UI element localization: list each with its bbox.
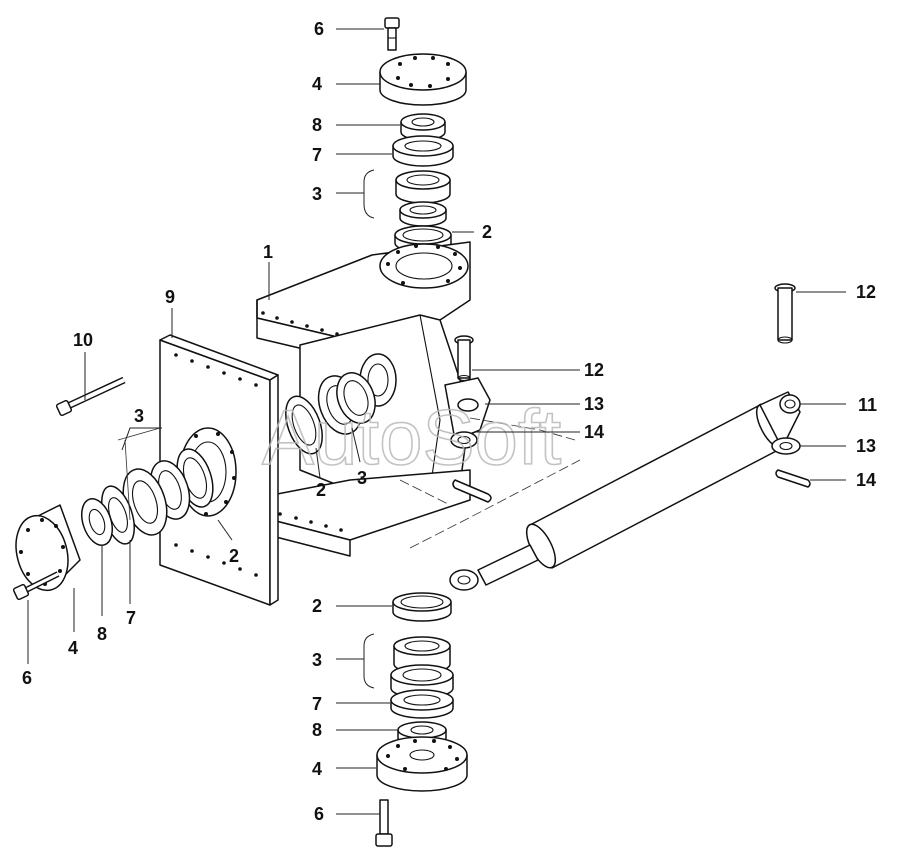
main-housing-1 xyxy=(256,241,491,557)
hydraulic-cylinder-11 xyxy=(449,391,801,591)
mid-washer-13 xyxy=(450,431,478,449)
callout-7-bot: 7 xyxy=(312,694,322,714)
callout-2-left: 2 xyxy=(229,546,239,566)
mid-pin-12 xyxy=(454,335,474,382)
top-bolt-6 xyxy=(384,17,400,51)
callout-4-bot: 4 xyxy=(312,759,322,779)
top-ring-7 xyxy=(392,135,454,167)
callout-11: 11 xyxy=(858,395,877,415)
callout-9: 9 xyxy=(165,287,175,307)
callout-labels: 6 4 8 7 3 2 1 9 10 3 12 13 14 2 3 2 6 4 … xyxy=(22,19,877,824)
bottom-ring-7 xyxy=(390,689,454,719)
watermark-text: AutoSoft xyxy=(262,393,562,481)
callout-13-mid: 13 xyxy=(584,394,604,414)
top-cap-4 xyxy=(379,53,467,106)
callout-2-bot: 2 xyxy=(312,596,322,616)
callout-3-top: 3 xyxy=(312,184,322,204)
top-bearing-3 xyxy=(395,170,451,227)
callout-7-top: 7 xyxy=(312,145,322,165)
callout-3-left: 3 xyxy=(134,406,144,426)
callout-12-right: 12 xyxy=(856,282,876,302)
bottom-seal-2 xyxy=(392,592,452,622)
bottom-bearing-3 xyxy=(390,636,454,699)
left-cap-4 xyxy=(15,504,81,592)
mid-bearing-3 xyxy=(317,372,376,435)
assembly-lines xyxy=(117,417,581,549)
callout-8-left: 8 xyxy=(97,624,107,644)
left-bolt-10 xyxy=(55,376,126,417)
left-bearing-3 xyxy=(122,460,191,536)
callout-7-left: 7 xyxy=(126,608,136,628)
callout-8-bot: 8 xyxy=(312,720,322,740)
right-pin-12 xyxy=(774,283,796,344)
right-washer-13 xyxy=(771,437,801,455)
callout-4-left: 4 xyxy=(68,638,78,658)
mid-seal-2 xyxy=(285,395,323,455)
top-washer-8 xyxy=(400,113,446,141)
leader-lines xyxy=(27,28,846,815)
callout-6-top: 6 xyxy=(314,19,324,39)
callout-12-mid: 12 xyxy=(584,360,604,380)
callout-10: 10 xyxy=(73,330,93,350)
bottom-cap-4 xyxy=(376,736,468,792)
callout-2-mid: 2 xyxy=(316,480,326,500)
callout-14-right: 14 xyxy=(856,470,876,490)
callout-8-top: 8 xyxy=(312,115,322,135)
callout-6-left: 6 xyxy=(22,668,32,688)
mid-cotter-14 xyxy=(452,479,492,503)
left-washer-8 xyxy=(81,498,113,546)
left-bolt-6 xyxy=(12,571,60,601)
callout-14-mid: 14 xyxy=(584,422,604,442)
callout-3-bot: 3 xyxy=(312,650,322,670)
callout-1: 1 xyxy=(263,242,273,262)
callout-2-top: 2 xyxy=(482,222,492,242)
callout-3-mid: 3 xyxy=(357,468,367,488)
callout-4-top: 4 xyxy=(312,74,322,94)
callout-13-right: 13 xyxy=(856,436,876,456)
callout-6-bot: 6 xyxy=(314,804,324,824)
right-cotter-14 xyxy=(775,469,811,488)
bottom-bolt-6 xyxy=(375,799,393,847)
